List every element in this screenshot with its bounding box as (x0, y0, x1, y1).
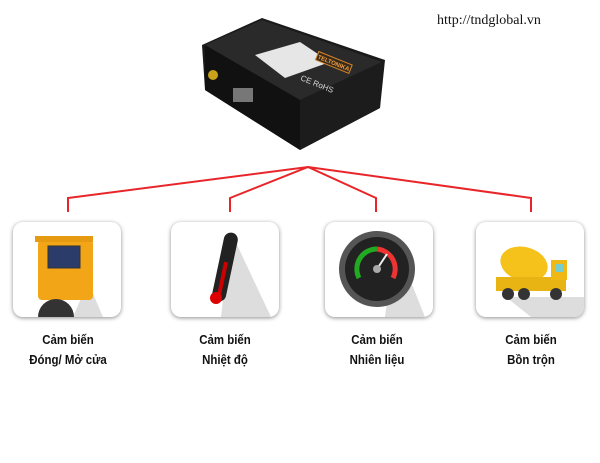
label-line2: Nhiên liệu (349, 352, 405, 367)
mixer-sensor-card (476, 222, 584, 317)
thermometer-icon (210, 232, 271, 317)
truck-door-icon (35, 236, 103, 317)
gps-tracker-device: TELTONIKA CE RoHS (202, 18, 385, 150)
fuel-gauge-icon (339, 231, 425, 317)
fuel-sensor-card (325, 222, 433, 317)
label-line1: Cảm biến (42, 332, 94, 347)
door-sensor-card (13, 222, 121, 317)
website-url: http://tndglobal.vn (437, 13, 541, 28)
connector-lines (67, 165, 532, 212)
label-line1: Cảm biến (351, 332, 403, 347)
label-line1: Cảm biến (199, 332, 251, 347)
label-line2: Bồn trộn (507, 352, 555, 367)
label-line2: Đóng/ Mở cửa (29, 352, 107, 367)
label-line2: Nhiệt độ (202, 352, 248, 367)
mixer-truck-icon (496, 246, 584, 317)
label-line1: Cảm biến (505, 332, 557, 347)
temperature-sensor-card (171, 222, 279, 317)
